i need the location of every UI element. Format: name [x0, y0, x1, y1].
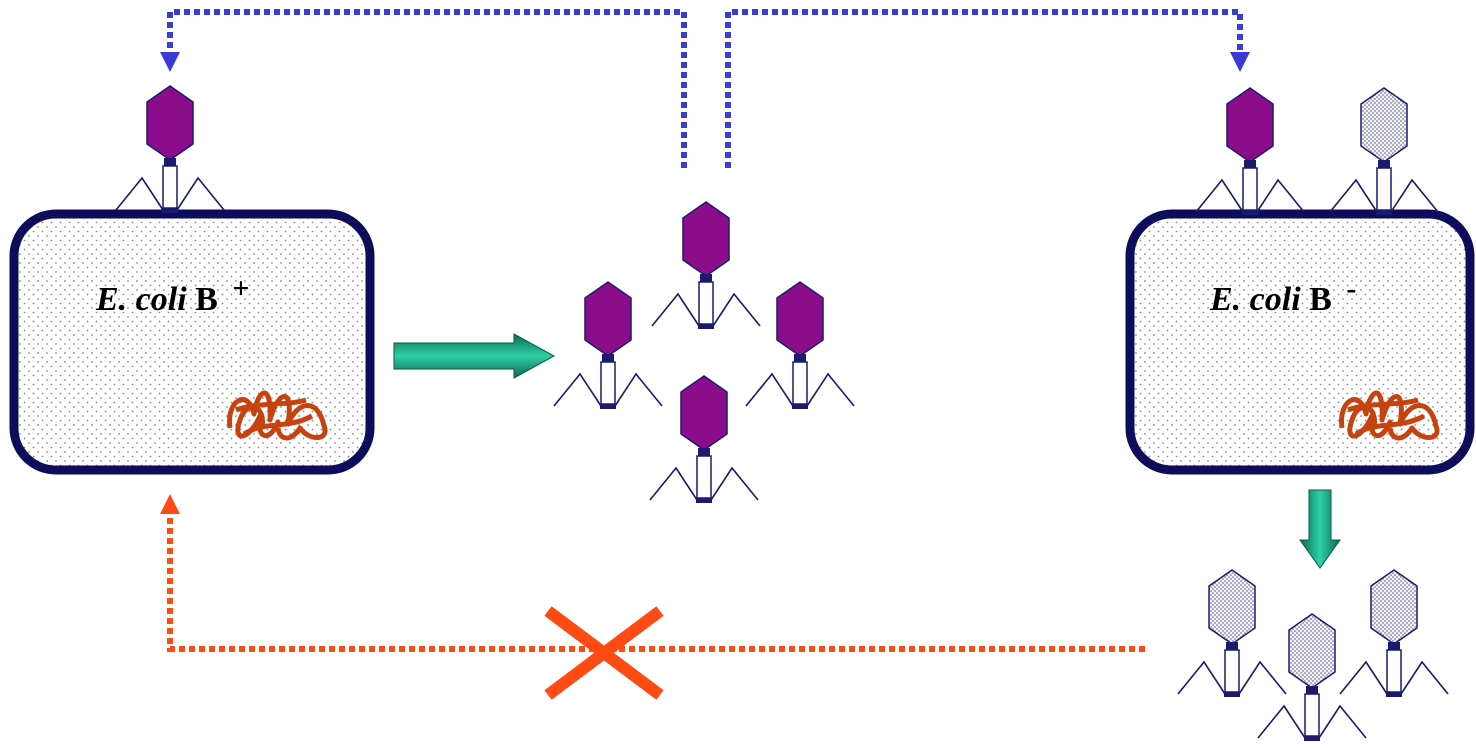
phage-head: [682, 201, 730, 277]
phage-collar: [698, 448, 710, 456]
cell-label-left: E. coli B +: [95, 272, 249, 318]
phage-tail: [162, 165, 178, 209]
phage-collar: [164, 158, 176, 166]
phage-head: [584, 281, 632, 357]
phage-tail-fiber: [649, 466, 698, 501]
blocked-infection-arrow: [160, 494, 1145, 652]
phage-tail: [1242, 167, 1258, 211]
infection-arrow-right: [725, 9, 1250, 168]
phage-tail: [1304, 693, 1320, 737]
phage-collar: [700, 274, 712, 282]
phage-tail-fiber: [553, 372, 602, 407]
phage-collar: [602, 354, 614, 362]
phage-tail-fiber: [1400, 660, 1449, 695]
phage-progeny-right: [1339, 569, 1449, 697]
phage-tail-fiber: [176, 176, 225, 211]
phage-collar: [1306, 686, 1318, 694]
phage-tail-fiber: [745, 372, 794, 407]
phage-baseplate: [1224, 692, 1240, 697]
phage-head: [146, 85, 194, 161]
phage-tail-fiber: [1256, 178, 1305, 213]
phage-tail-fiber: [1339, 660, 1388, 695]
phage-head: [1226, 87, 1274, 163]
phage-tail-fiber: [1257, 704, 1306, 739]
phage-tail-fiber: [651, 292, 700, 327]
phage-attached-left: [115, 85, 225, 213]
dna-tangle-icon: [227, 390, 328, 441]
phage-tail: [696, 455, 712, 499]
phage-layer: [115, 85, 1449, 741]
phage-tail: [1386, 649, 1402, 693]
phage-baseplate: [1304, 736, 1320, 741]
infection-arrow-left: [160, 9, 687, 168]
phage-tail-fiber: [1195, 178, 1244, 213]
phage-baseplate: [698, 324, 714, 329]
phage-progeny-center: [651, 201, 761, 329]
phage-tail: [1376, 167, 1392, 211]
bacterial-cell-icon: [9, 209, 375, 475]
bacterial-cell-left: E. coli B +: [9, 209, 375, 475]
phage-baseplate: [1386, 692, 1402, 697]
phage-progeny-center: [649, 375, 759, 503]
phage-collar: [1244, 160, 1256, 168]
phage-baseplate: [696, 498, 712, 503]
phage-progeny-right: [1257, 613, 1367, 741]
phage-head: [1288, 613, 1336, 689]
phage-tail-fiber: [806, 372, 855, 407]
phage-tail-fiber: [115, 176, 164, 211]
phage-baseplate: [600, 404, 616, 409]
phage-baseplate: [792, 404, 808, 409]
phage-baseplate: [1242, 210, 1258, 215]
phage-progeny-center: [745, 281, 855, 409]
dna-tangle-icon: [1339, 390, 1440, 441]
phage-tail: [600, 361, 616, 405]
phage-collar: [1388, 642, 1400, 650]
phage-head: [1370, 569, 1418, 645]
cell-label-right: E. coli B -: [1209, 272, 1356, 318]
phage-baseplate: [1376, 210, 1392, 215]
phage-head: [1360, 87, 1408, 163]
phage-collar: [1378, 160, 1390, 168]
phage-head: [1208, 569, 1256, 645]
phage-tail-fiber: [1318, 704, 1367, 739]
phage-tail-fiber: [1390, 178, 1439, 213]
phage-attached-right-unmodified: [1329, 87, 1439, 215]
phage-tail: [792, 361, 808, 405]
phage-tail-fiber: [1329, 178, 1378, 213]
x-mark-icon: [544, 606, 664, 700]
release-arrow-vertical: [1299, 489, 1341, 569]
phage-collar: [1226, 642, 1238, 650]
phage-tail-fiber: [1177, 660, 1226, 695]
phage-collar: [794, 354, 806, 362]
phage-attached-right-modified: [1195, 87, 1305, 215]
phage-tail-fiber: [1238, 660, 1287, 695]
phage-tail-fiber: [614, 372, 663, 407]
phage-baseplate: [162, 208, 178, 213]
phage-progeny-right: [1177, 569, 1287, 697]
phage-head: [776, 281, 824, 357]
release-arrow-horizontal: [393, 333, 556, 379]
phage-tail-fiber: [710, 466, 759, 501]
bacterial-cell-right: E. coli B -: [1125, 209, 1475, 475]
phage-tail: [1224, 649, 1240, 693]
phage-progeny-center: [553, 281, 663, 409]
phage-tail-fiber: [712, 292, 761, 327]
phage-tail: [698, 281, 714, 325]
phage-head: [680, 375, 728, 451]
